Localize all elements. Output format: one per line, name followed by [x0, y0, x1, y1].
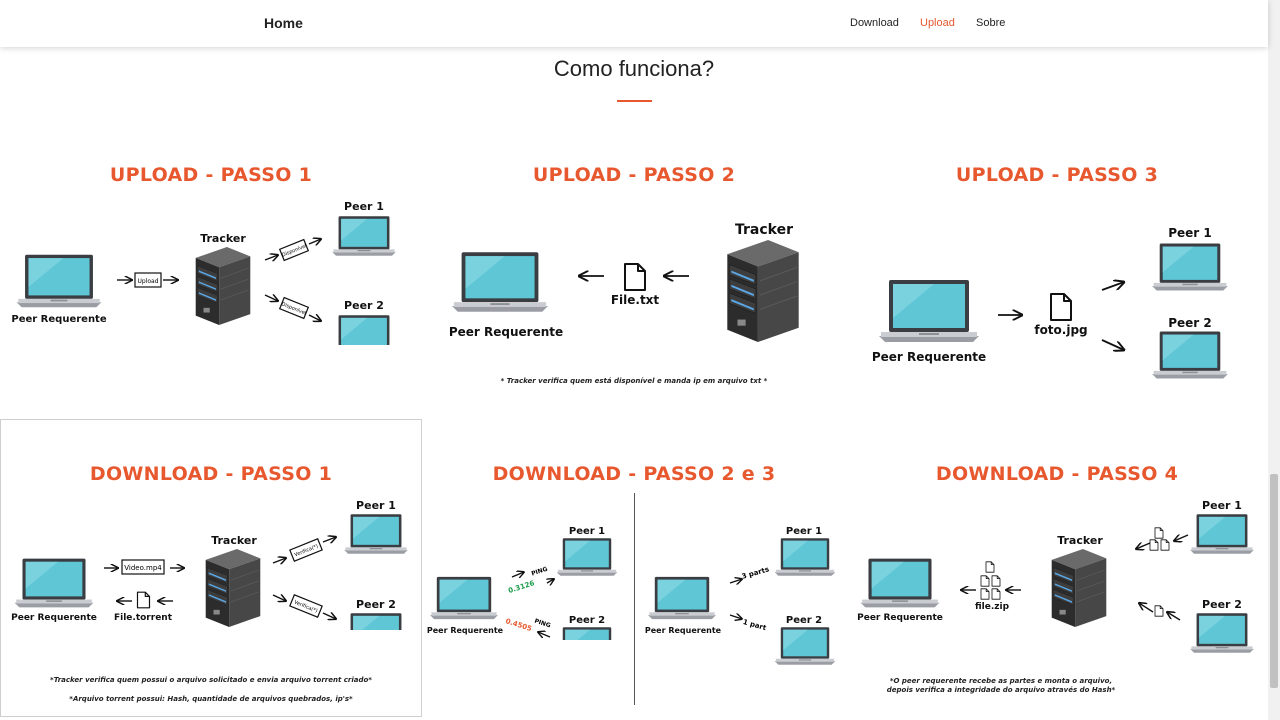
peer1-label: Peer 1 [1202, 499, 1242, 512]
peer1-label: Peer 1 [356, 499, 396, 512]
download-step23-divider [634, 493, 635, 705]
home-link[interactable]: Home [264, 15, 303, 31]
peer2-laptop [1152, 331, 1228, 379]
section-title: Como funciona? [553, 56, 715, 81]
peer2-label: Peer 2 [1168, 316, 1212, 330]
parts1-label: 3 parts [741, 565, 770, 580]
peer2-laptop [774, 627, 836, 665]
peer1-label: Peer 1 [344, 200, 384, 213]
scrollbar-thumb[interactable] [1270, 474, 1278, 688]
zip-file-label: file.zip [975, 602, 1010, 612]
peer-requerente-laptop [14, 558, 94, 608]
peer2-laptop [332, 315, 396, 345]
download-step3-diagram: Peer Requerente 3 parts 1 part Peer 1 Pe… [645, 526, 836, 665]
peer-requerente-label: Peer Requerente [427, 626, 504, 635]
file-parts-icon [980, 561, 1001, 600]
download-step4-diagram: Peer Requerente file.zip Tracker Peer 1 … [857, 499, 1254, 653]
peer-requerente-label: Peer Requerente [11, 314, 106, 325]
peer2-label: Peer 2 [344, 299, 384, 312]
peer1-label: Peer 1 [1168, 226, 1212, 240]
upload-step1-title: UPLOAD - PASSO 1 [109, 164, 313, 186]
peer1-laptop [344, 514, 408, 554]
peer2-label: Peer 2 [1202, 598, 1242, 611]
peer2-laptop [344, 613, 408, 630]
torrent-file-label: File.torrent [114, 613, 173, 623]
peer-requerente-label: Peer Requerente [11, 613, 97, 623]
peer-requerente-label: Peer Requerente [857, 613, 943, 623]
tracker-server-icon [205, 549, 261, 627]
download-step23-title: DOWNLOAD - PASSO 2 e 3 [492, 463, 776, 485]
peer-requerente-laptop [648, 576, 716, 620]
peer-requerente-laptop [452, 252, 548, 312]
page-scrollbar[interactable] [1268, 0, 1280, 720]
download-step2-diagram: Peer Requerente PING 0.3126 0.4505 PING … [427, 526, 618, 640]
tracker-server-icon [1051, 549, 1107, 627]
tracker-label: Tracker [211, 534, 257, 547]
peer2-label: Peer 2 [786, 615, 822, 626]
peer1-laptop [1152, 243, 1228, 291]
ping2-value: 0.4505 [505, 617, 533, 633]
download-step1-title: DOWNLOAD - PASSO 1 [89, 463, 333, 485]
parts2-label: 1 part [742, 618, 768, 632]
peer-requerente-laptop [879, 280, 979, 342]
tracker-server-icon [195, 247, 251, 325]
download-step4-note-line2: depois verifica a integridade do arquivo… [886, 686, 1116, 694]
peer1-label: Peer 1 [786, 526, 822, 537]
tracker-label: Tracker [735, 222, 793, 238]
download-step1-diagram: Peer Requerente Video.mp4 File.torrent T… [11, 499, 408, 630]
peer1-laptop [556, 538, 618, 576]
peer-requerente-laptop [860, 558, 940, 608]
peer1-laptop [332, 216, 396, 256]
file-label: foto.jpg [1034, 323, 1087, 337]
upload-step2-note: * Tracker verifica quem está disponível … [500, 377, 768, 385]
download-step1-panel [0, 419, 422, 717]
nav-sobre-link[interactable]: Sobre [976, 17, 1006, 29]
tracker-label: Tracker [200, 232, 246, 245]
ping2-label: PING [533, 618, 551, 630]
peer2-part-icon [1154, 605, 1164, 617]
file-label: File.txt [611, 293, 660, 307]
upload-step3-title: UPLOAD - PASSO 3 [955, 164, 1159, 186]
download-step4-note-line1: *O peer requerente recebe as partes e mo… [889, 677, 1113, 685]
peer1-label: Peer 1 [569, 526, 605, 537]
download-step4-title: DOWNLOAD - PASSO 4 [935, 463, 1179, 485]
navbar: Home Download Upload Sobre [0, 0, 1268, 47]
nav-download-link[interactable]: Download [850, 17, 899, 29]
video-box-label: Video.mp4 [124, 564, 162, 572]
upload-box [134, 272, 162, 288]
ping1-label: PING [531, 566, 549, 578]
download-step1-note2: *Arquivo torrent possui: Hash, quantidad… [69, 695, 353, 703]
torrent-file-icon [136, 591, 151, 609]
peer-requerente-label: Peer Requerente [645, 626, 722, 635]
peer-requerente-label: Peer Requerente [872, 350, 986, 364]
peer2-label: Peer 2 [356, 598, 396, 611]
title-underline [617, 100, 652, 102]
ping1-value: 0.3126 [507, 579, 535, 595]
peer2-label: Peer 2 [569, 615, 605, 626]
file-icon [1049, 292, 1073, 322]
upload-step3-diagram: Peer Requerente foto.jpg Peer 1 Peer 2 [872, 226, 1228, 379]
download-step1-note1: *Tracker verifica quem possui o arquivo … [50, 676, 372, 684]
peer1-parts-icon [1149, 527, 1170, 551]
file-icon [623, 262, 647, 292]
upload-step1-diagram: Peer Requerente Upload Tracker Disponíve… [11, 200, 396, 345]
peer1-laptop [1190, 514, 1254, 554]
peer-requerente-laptop [430, 576, 498, 620]
upload-step2-diagram: Peer Requerente File.txt Tracker [449, 222, 800, 342]
peer-requerente-label: Peer Requerente [449, 325, 563, 339]
tracker-label: Tracker [1057, 534, 1103, 547]
upload-box-label: Upload [137, 278, 158, 285]
peer-requerente-laptop [16, 254, 102, 308]
nav-upload-link[interactable]: Upload [920, 17, 955, 29]
peer2-laptop [1190, 613, 1254, 653]
peer2-laptop [556, 627, 618, 640]
video-box [121, 559, 165, 575]
tracker-server-icon [726, 240, 800, 342]
upload-step2-title: UPLOAD - PASSO 2 [532, 164, 736, 186]
peer1-laptop [774, 538, 836, 576]
